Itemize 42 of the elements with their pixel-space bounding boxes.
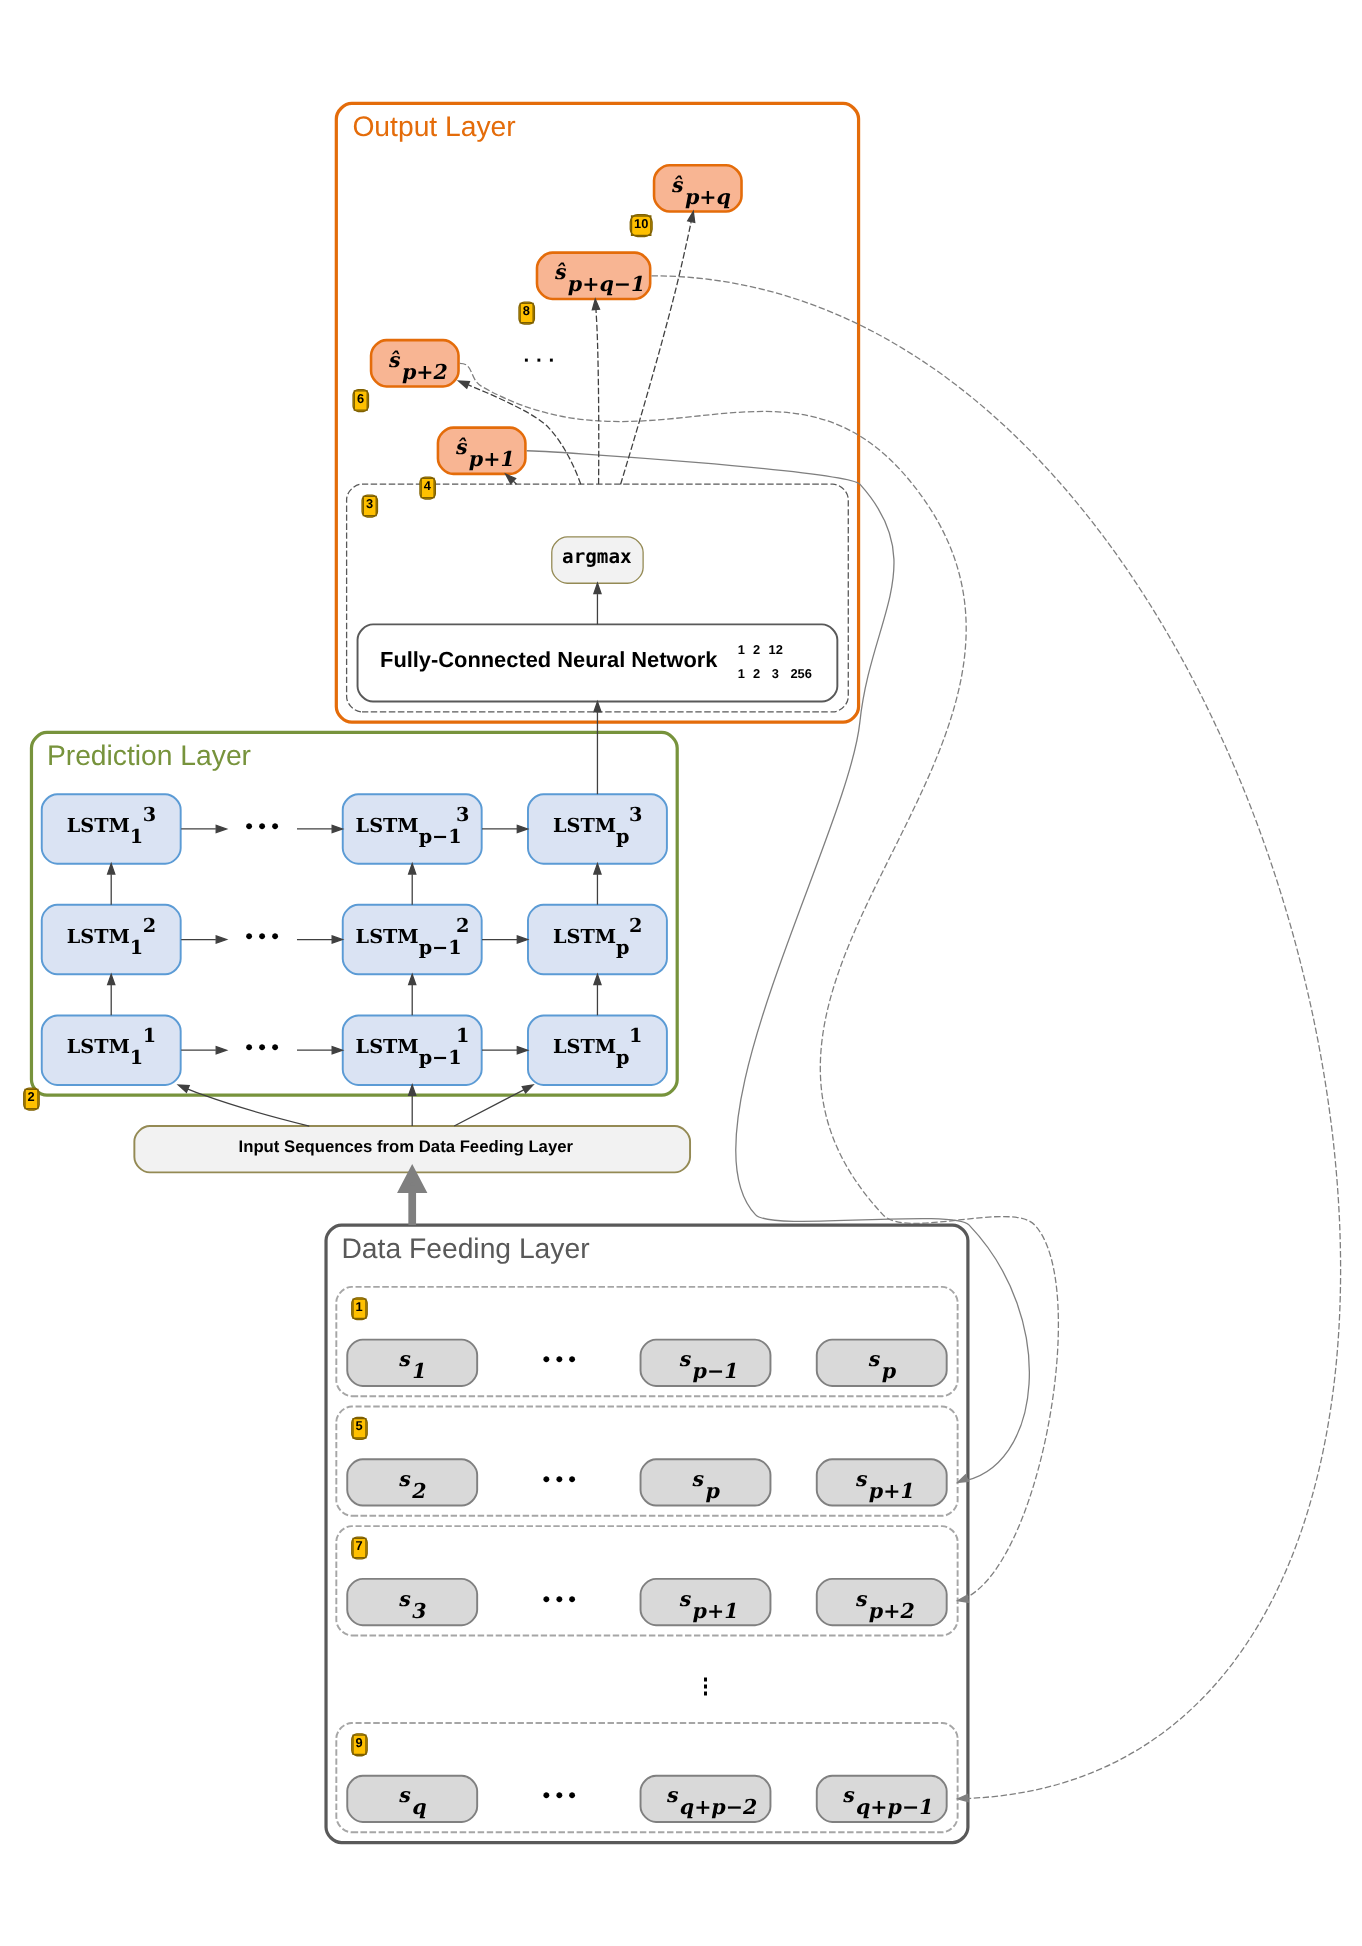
arrow [180, 1045, 229, 1055]
arrow [481, 1045, 530, 1055]
arrow [180, 824, 229, 834]
label: · · · [523, 350, 556, 373]
arrow [407, 1083, 417, 1127]
arrow [650, 275, 1341, 1803]
cluster [335, 1525, 959, 1637]
label: • • • [542, 1786, 576, 1809]
arrow [481, 935, 530, 945]
arrow [180, 935, 229, 945]
arrow [296, 824, 345, 834]
arrow [407, 861, 417, 906]
arrow [459, 362, 1059, 1604]
arrow [592, 861, 602, 906]
label: ⋮ [695, 1677, 716, 1700]
arrow [592, 972, 602, 1016]
label: • • • [542, 1350, 576, 1373]
node-text: • • • [245, 1037, 279, 1060]
arrow [106, 861, 116, 906]
arrow [296, 1045, 345, 1055]
arrow [592, 581, 602, 625]
arrow [481, 824, 530, 834]
arrow [106, 972, 116, 1016]
cluster [335, 1285, 959, 1398]
node-text: • • • [245, 927, 279, 950]
arrow [456, 380, 582, 485]
arrow [296, 935, 345, 945]
arrow [592, 699, 602, 795]
arrow [504, 472, 518, 485]
label: • • • [542, 1589, 576, 1612]
label: • • • [542, 1469, 576, 1492]
cluster [335, 1405, 959, 1517]
node-box: argmax [551, 536, 644, 584]
cluster [335, 1721, 959, 1834]
arrow [526, 450, 1030, 1484]
arrow [619, 209, 696, 485]
node-box: Input Sequences from Data Feeding Layer [133, 1125, 692, 1174]
arrow [397, 1164, 428, 1226]
arrow [591, 297, 601, 485]
arrow [407, 972, 417, 1016]
node-text: • • • [245, 816, 279, 839]
arrow [453, 1084, 535, 1127]
